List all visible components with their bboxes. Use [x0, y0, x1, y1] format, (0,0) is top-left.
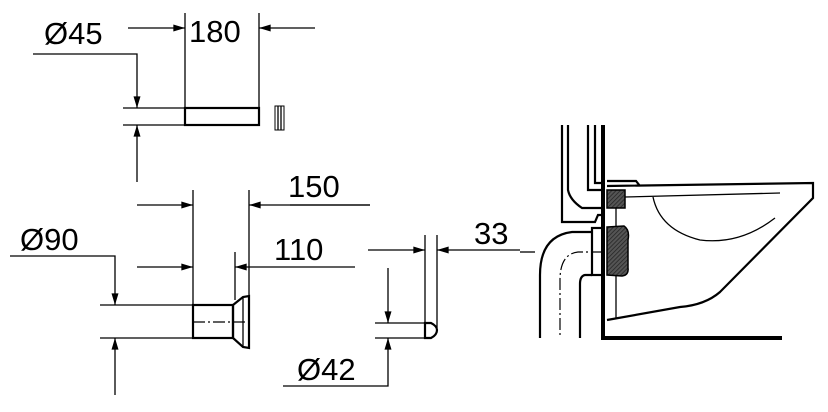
- dimension-180: 180: [189, 14, 241, 49]
- upper-seal: [606, 189, 626, 209]
- dimension-d90: Ø90: [20, 222, 79, 257]
- pipe-45-part: Ø45 180: [33, 13, 315, 182]
- seal-ring: [274, 105, 285, 131]
- dimension-110: 110: [274, 232, 323, 267]
- pipe-42-part: 33 Ø42: [283, 216, 520, 387]
- pipe-45: [183, 106, 261, 127]
- dimension-33: 33: [474, 216, 508, 251]
- dimension-150: 150: [288, 169, 340, 204]
- pipe-42-tip: [423, 321, 439, 340]
- dimension-d45: Ø45: [44, 16, 103, 51]
- dimension-d42: Ø42: [297, 352, 356, 387]
- connector-90-part: 150 110 Ø90: [10, 169, 370, 395]
- lower-seal: [606, 225, 630, 277]
- wc-section-view: [520, 125, 815, 340]
